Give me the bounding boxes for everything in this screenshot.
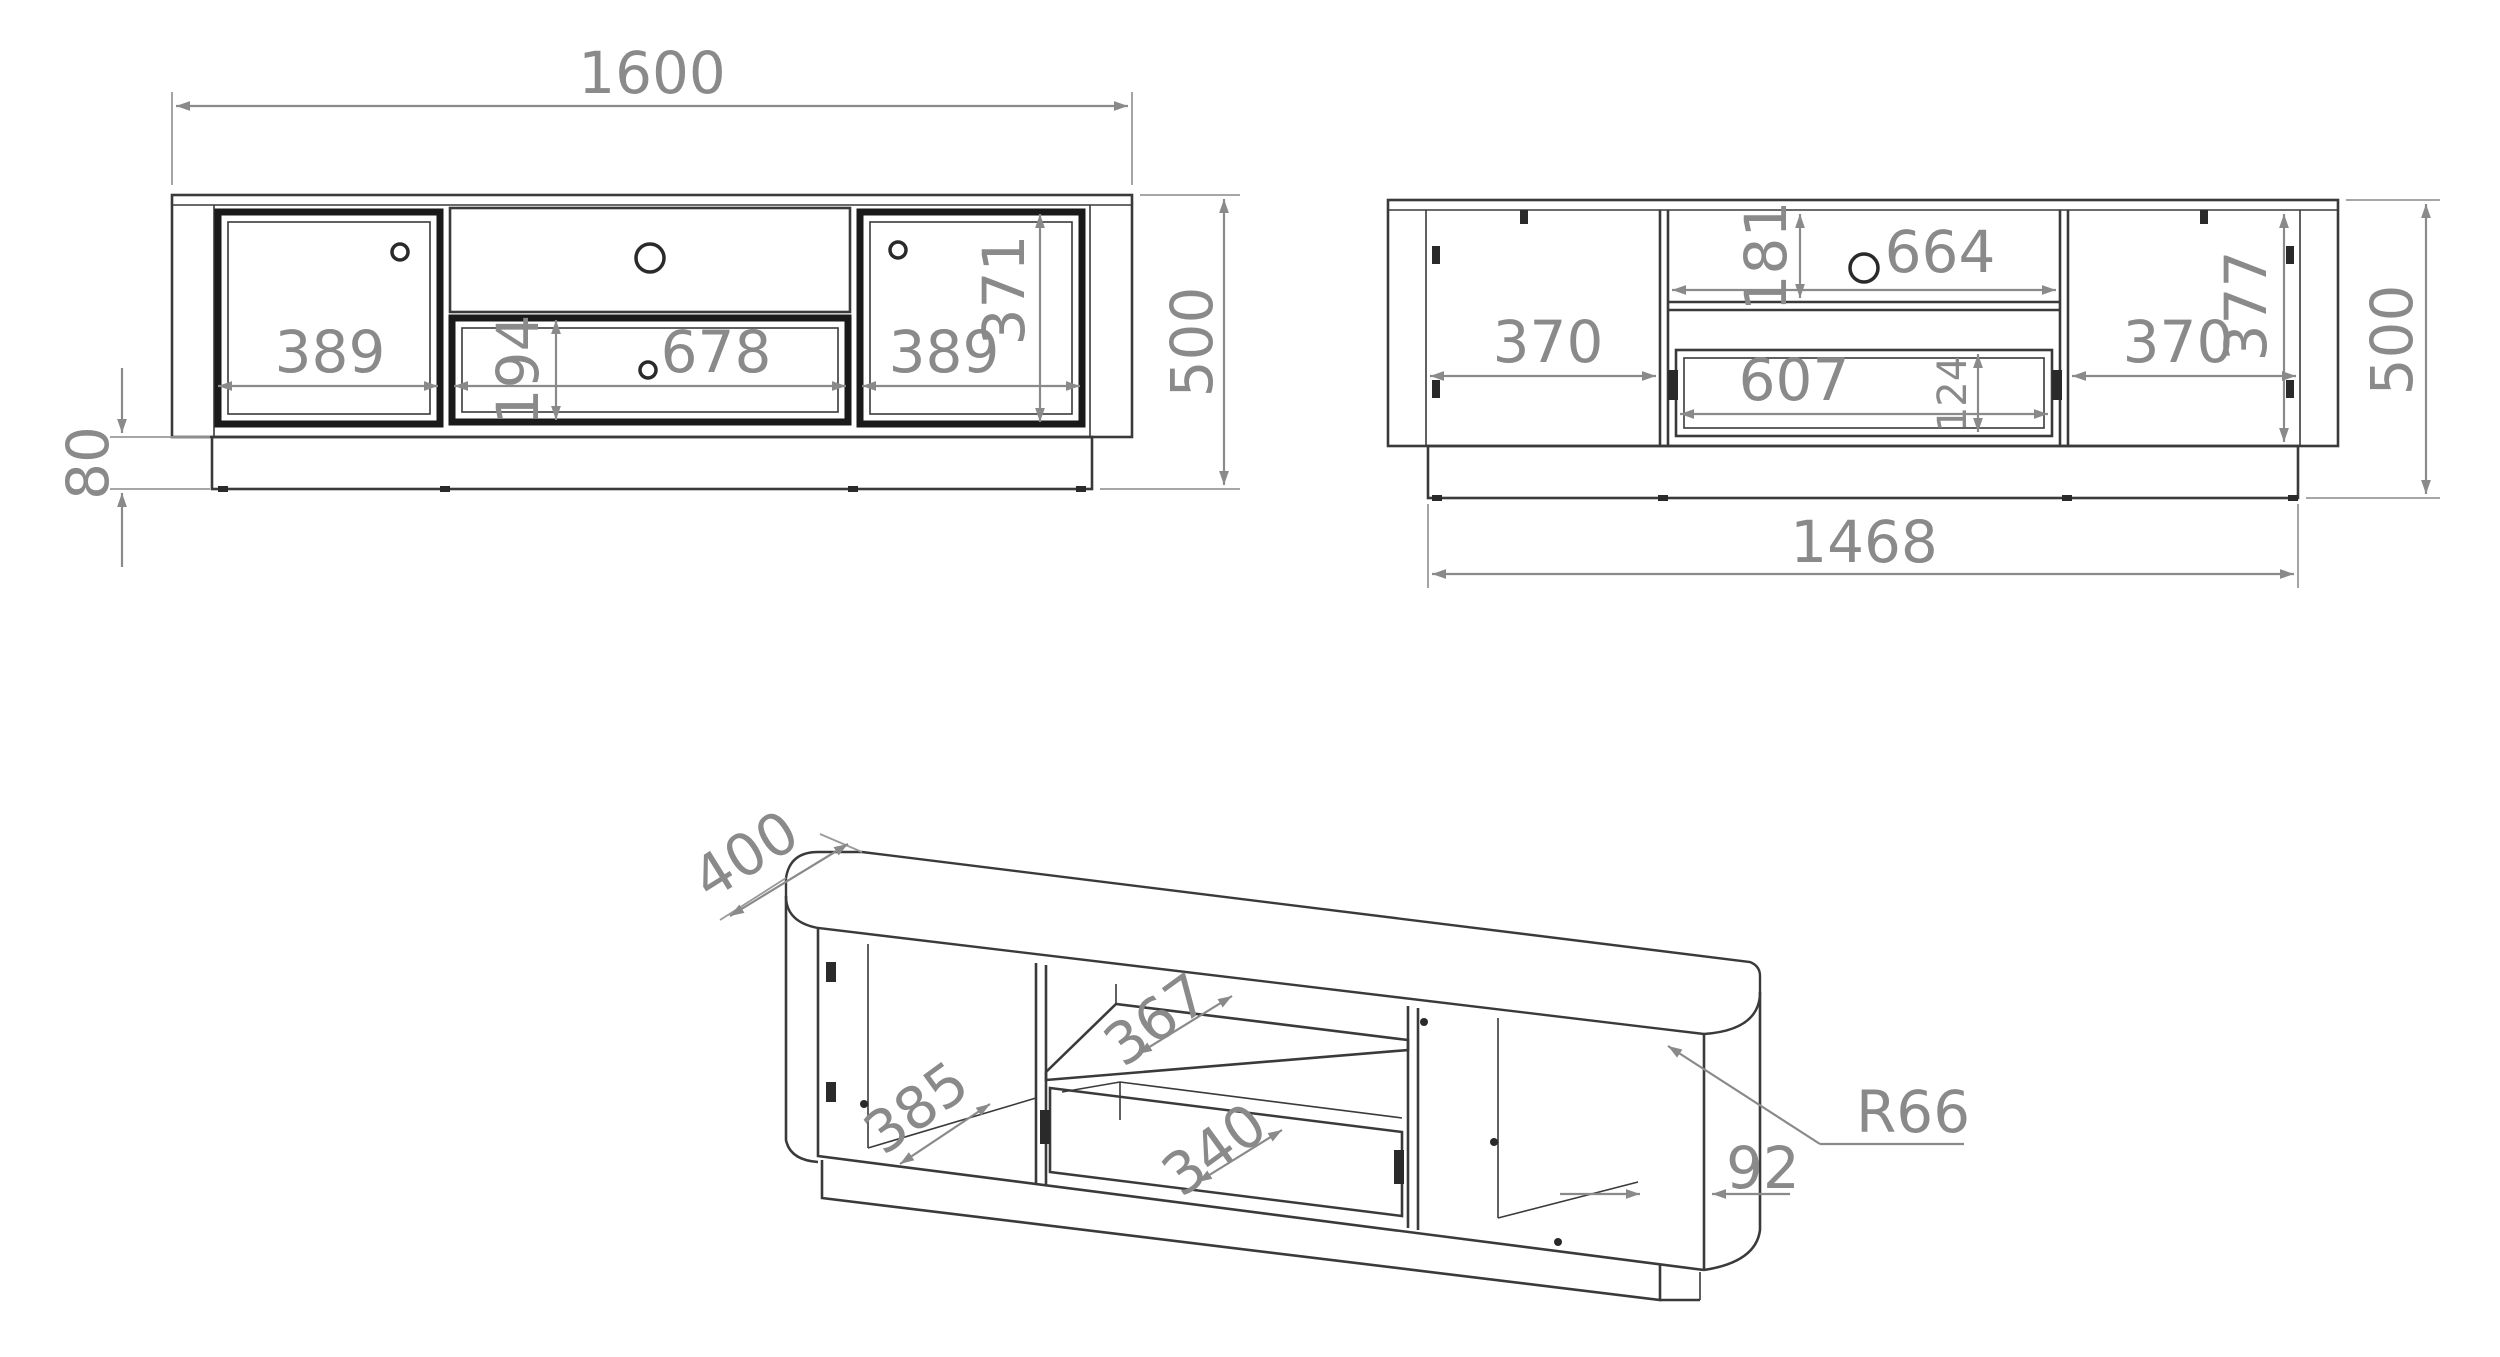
dim-plinth-height: 80 (54, 426, 122, 500)
dim-left-door-width: 389 (275, 318, 386, 386)
dim-shelf-width: 664 (1885, 218, 1996, 286)
dim-left-compartment: 370 (1493, 308, 1604, 376)
dim-radius: R66 (1856, 1078, 1970, 1146)
dim-door-height: 371 (970, 235, 1038, 346)
dim-side-depth: 385 (851, 1048, 981, 1168)
dim-shelf-height: 181 (1732, 201, 1800, 312)
dim-front-height: 500 (1158, 287, 1226, 398)
dim-front-width: 1600 (578, 39, 726, 107)
open-cable-hole (1848, 252, 1880, 284)
open-plinth (1426, 444, 2300, 500)
front-plinth (210, 435, 1094, 491)
front-view: 1600 500 80 389 678 389 194 371 (54, 39, 1240, 567)
dim-drawer-height: 194 (484, 315, 552, 426)
dim-base-width: 1468 (1790, 508, 1938, 576)
dim-drawer-width: 678 (661, 318, 772, 386)
perspective-top (784, 850, 1762, 1036)
dim-setback: 92 (1726, 1134, 1800, 1202)
perspective-view: 400 385 367 340 R66 92 (680, 797, 1970, 1302)
right-door-knob (888, 240, 908, 260)
front-right-door (856, 208, 1086, 428)
open-front-view: 370 664 181 607 124 370 377 500 1468 (1386, 198, 2440, 588)
open-drawer-box (1674, 348, 2054, 438)
left-door-knob (390, 242, 410, 262)
dim-compartment-height: 377 (2212, 251, 2280, 362)
drawer-knob (638, 360, 658, 380)
dim-right-compartment: 370 (2123, 308, 2234, 376)
dim-drawer-inner-width: 607 (1739, 346, 1850, 414)
cable-hole (634, 242, 666, 274)
front-left-door (214, 208, 444, 428)
dim-drawer-inner-height: 124 (1930, 356, 1976, 432)
dim-open-height: 500 (2358, 285, 2426, 396)
dim-shelf-depth: 367 (1091, 960, 1221, 1080)
dim-right-door-width: 389 (889, 318, 1000, 386)
front-drawer (448, 314, 852, 426)
